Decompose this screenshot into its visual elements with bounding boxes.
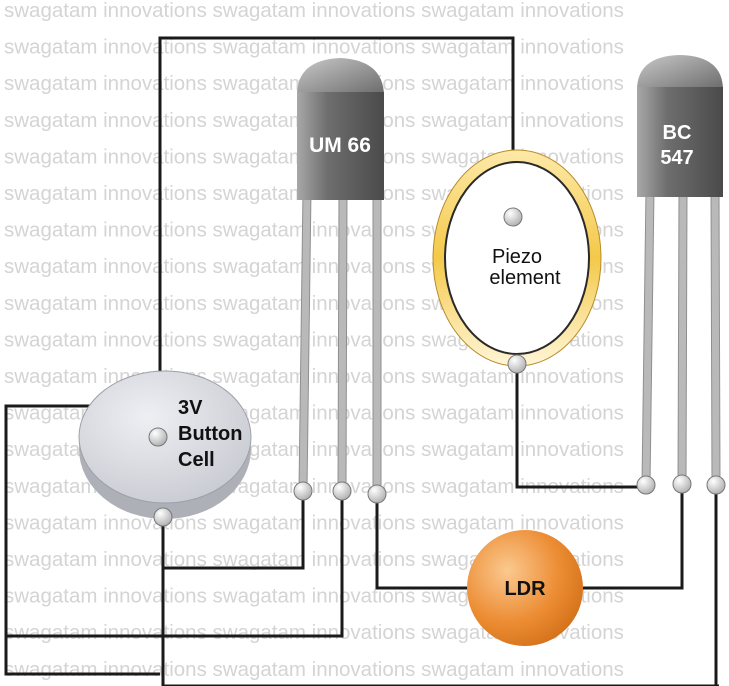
watermark-text: swagatam innovations swagatam innovation… — [4, 548, 624, 571]
bc547-transistor: BC 547 — [637, 55, 723, 485]
junction-dot — [636, 475, 656, 495]
junction-dot — [503, 207, 523, 227]
ldr-label: LDR — [504, 578, 546, 600]
piezo-label-line1: Piezo — [492, 246, 542, 268]
piezo-element: Piezo element — [432, 149, 602, 367]
ldr-sensor: LDR — [467, 530, 583, 646]
junction-points — [148, 207, 726, 527]
cell-label-line2: Button — [178, 423, 242, 445]
junction-dot — [706, 475, 726, 495]
piezo-label-line2: element — [489, 267, 561, 289]
junction-dot — [332, 481, 352, 501]
um66-label: UM 66 — [309, 134, 371, 157]
junction-dot — [293, 481, 313, 501]
watermark-text: swagatam innovations swagatam innovation… — [4, 365, 624, 388]
wiring — [4, 36, 719, 686]
junction-dot — [672, 474, 692, 494]
button-cell: 3V Button Cell — [78, 370, 252, 519]
watermark-text: swagatam innovations swagatam innovation… — [4, 0, 624, 22]
um66-ic: UM 66 — [297, 58, 384, 493]
bc547-label-line1: BC — [663, 122, 692, 144]
watermark-text: swagatam innovations swagatam innovation… — [4, 658, 624, 681]
junction-dot — [148, 427, 168, 447]
junction-dot — [507, 354, 527, 374]
bc547-label-line2: 547 — [660, 147, 693, 169]
watermark-text: swagatam innovations swagatam innovation… — [4, 621, 624, 644]
junction-dot — [367, 484, 387, 504]
junction-dot — [153, 507, 173, 527]
cell-label-line1: 3V — [178, 397, 203, 419]
cell-label-line3: Cell — [178, 449, 215, 471]
